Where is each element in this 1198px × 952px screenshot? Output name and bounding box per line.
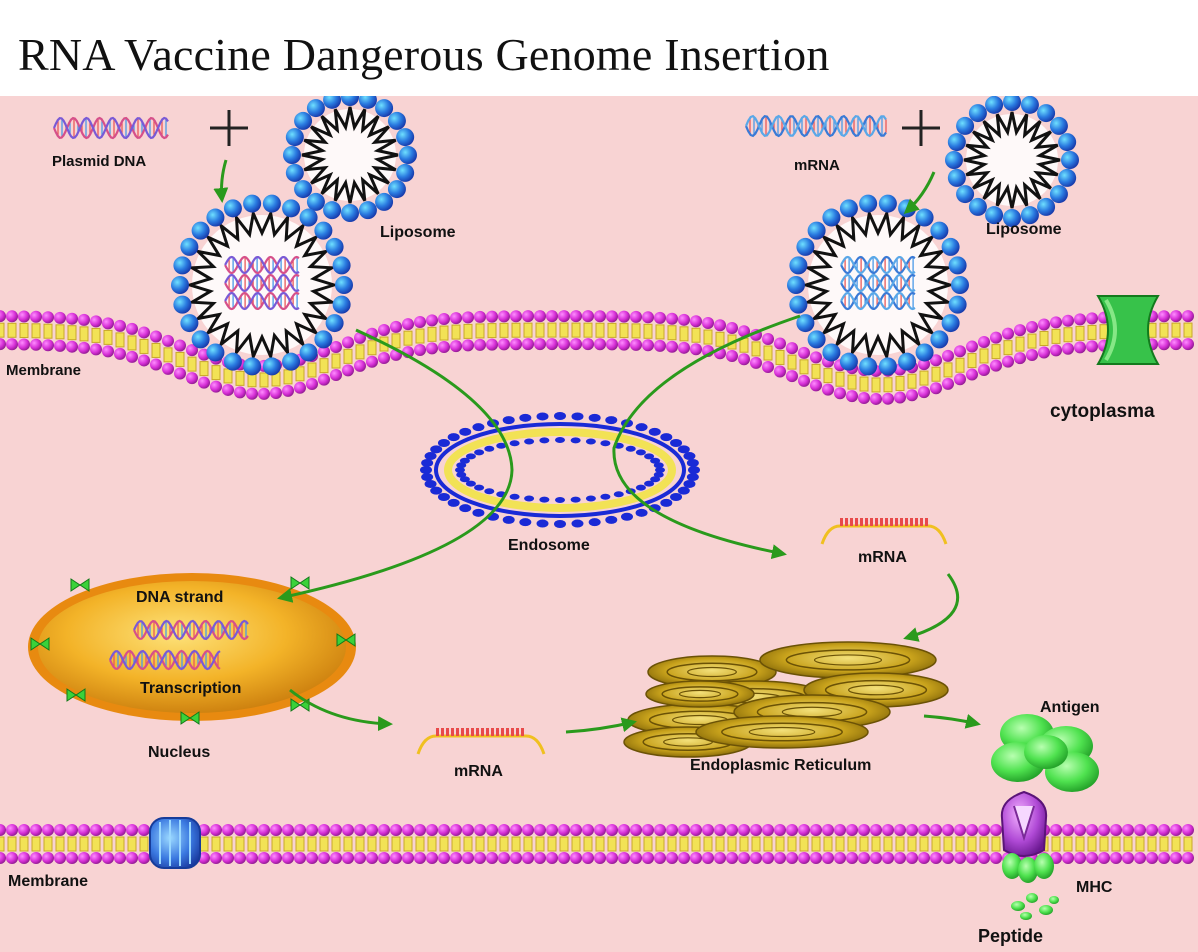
peptide-icon (1011, 893, 1059, 920)
label-liposome-left: Liposome (380, 224, 456, 241)
label-mrna-right: mRNA (858, 549, 907, 566)
endoplasmic-reticulum-icon (623, 641, 949, 758)
label-membrane-bottom: Membrane (8, 873, 88, 890)
arrow-liposome-to-cytoplasm-mrna (612, 314, 801, 560)
mhc-icon (1000, 790, 1054, 883)
label-peptide: Peptide (978, 926, 1043, 946)
plus-icon-right (902, 110, 940, 146)
diagram-canvas: Plasmid DNA Liposome mRNA Liposome Membr… (0, 96, 1198, 952)
dna-helices (52, 114, 887, 671)
arrow-plasmid-to-liposome (213, 159, 229, 203)
arrow-mrna-to-er-bottom (565, 717, 637, 734)
label-membrane-top: Membrane (6, 362, 81, 379)
page-title: RNA Vaccine Dangerous Genome Insertion (18, 29, 830, 80)
label-endosome: Endosome (508, 537, 590, 554)
arrow-liposome-to-nucleus (277, 328, 514, 603)
arrow-nucleus-to-mrna (289, 688, 393, 732)
arrow-mrna-to-liposome (903, 171, 936, 214)
arrow-mrna-to-er (903, 573, 960, 642)
label-plasmid-dna: Plasmid DNA (52, 153, 146, 170)
label-nucleus: Nucleus (148, 744, 210, 761)
membrane-channel-icon (1096, 295, 1160, 365)
label-cytoplasma: cytoplasma (1050, 401, 1155, 422)
liposome-loaded-mrna (787, 194, 969, 376)
endosome-icon (420, 412, 700, 528)
arrow-er-to-antigen (923, 713, 981, 729)
label-endoplasmic-reticulum: Endoplasmic Reticulum (690, 757, 871, 774)
mrna-strands (416, 518, 948, 755)
label-mrna-top: mRNA (794, 157, 840, 174)
bottom-channel-icon (149, 817, 201, 869)
nucleus-icon (28, 573, 356, 725)
liposome-empty-right (945, 96, 1079, 227)
label-transcription: Transcription (140, 680, 241, 697)
label-antigen: Antigen (1040, 699, 1100, 716)
label-dna-strand: DNA strand (136, 589, 223, 606)
label-mhc: MHC (1076, 879, 1113, 896)
liposome-loaded-dna (171, 194, 353, 376)
label-liposome-right: Liposome (986, 221, 1062, 238)
nuclear-pores (30, 576, 356, 725)
liposome-empty-left (283, 96, 417, 222)
flow-arrows (213, 159, 981, 734)
label-mrna-middle: mRNA (454, 763, 503, 780)
plus-icon-left (210, 110, 248, 146)
antigen-icon (991, 714, 1099, 792)
